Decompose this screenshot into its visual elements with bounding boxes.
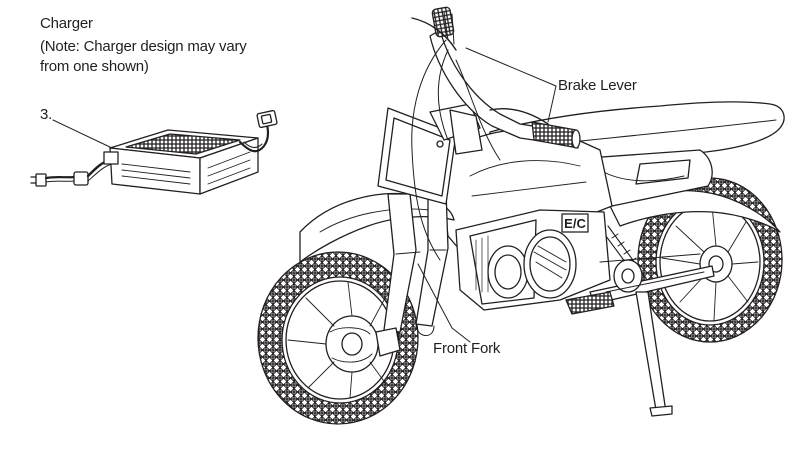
- chain-and-sprocket: [599, 253, 705, 293]
- brake-lever-leader-line: [465, 47, 557, 123]
- right-brake-lever: [489, 108, 549, 125]
- brake-caliper: [375, 327, 401, 357]
- charger-box: [103, 129, 259, 195]
- charger-callout-number: 3.: [40, 106, 53, 123]
- charger-illustration: [30, 110, 278, 195]
- front-fork-label: Front Fork: [433, 340, 501, 357]
- dirt-bike-illustration: E/C: [257, 6, 785, 425]
- charger-note-line1: (Note: Charger design may vary: [40, 38, 247, 55]
- model-badge: [561, 213, 589, 233]
- front-fender: [299, 193, 455, 263]
- rear-wheel: [637, 177, 783, 343]
- right-grip: [531, 121, 579, 149]
- motor-housing: E/C: [455, 209, 611, 311]
- charger-leader-line: [52, 119, 113, 149]
- charger-output-connector: [238, 110, 278, 153]
- brake-lever-label: Brake Lever: [558, 77, 637, 94]
- charger-title: Charger: [40, 15, 93, 32]
- footpeg: [565, 291, 615, 315]
- brake-rotor: [325, 315, 379, 373]
- brake-cable-front: [411, 39, 447, 261]
- front-fork-leader-line: [417, 263, 471, 343]
- model-badge-text: E/C: [564, 216, 586, 231]
- charger-note-line2: from one shown): [40, 58, 149, 75]
- front-wheel: [257, 251, 419, 425]
- left-brake-lever: [411, 17, 457, 51]
- ac-plug-icon: [30, 158, 113, 187]
- number-plate: [377, 107, 457, 205]
